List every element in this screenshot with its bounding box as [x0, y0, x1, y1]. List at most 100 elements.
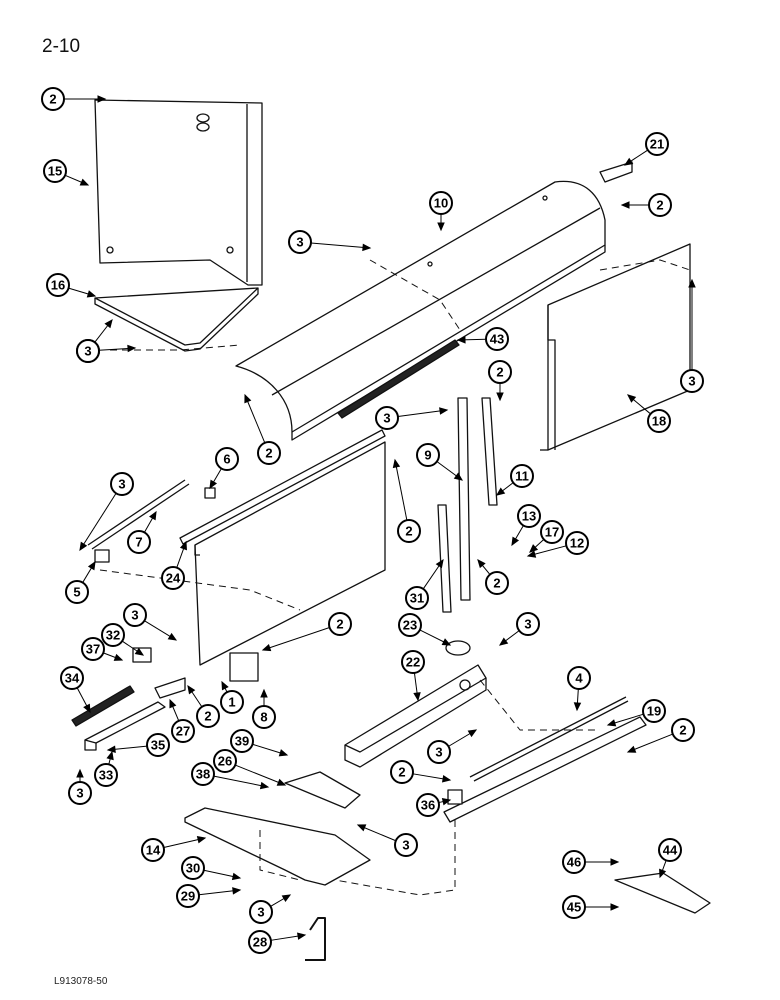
callout-label: 3 — [84, 344, 91, 359]
callout-label: 3 — [524, 617, 531, 632]
leader-line — [79, 493, 117, 551]
leader-arrowhead — [196, 836, 207, 844]
callout-label: 36 — [421, 798, 435, 813]
leader-arrowhead — [437, 222, 445, 232]
callout-3: 3 — [249, 900, 273, 924]
leader-arrowhead — [209, 479, 218, 490]
callout-23: 23 — [398, 613, 422, 637]
leader-arrowhead — [179, 540, 187, 551]
callout-label: 44 — [663, 843, 678, 858]
leader-arrowhead — [261, 644, 272, 652]
callout-2: 2 — [485, 571, 509, 595]
callout-label: 11 — [515, 469, 529, 484]
callout-45: 45 — [562, 895, 586, 919]
callout-label: 46 — [567, 855, 581, 870]
part-latch — [229, 652, 259, 682]
leader-line — [213, 775, 269, 788]
leader-line — [397, 409, 448, 418]
callout-label: 3 — [435, 745, 442, 760]
callout-circle — [398, 613, 422, 637]
leader-arrowhead — [297, 932, 307, 940]
leader-arrowhead — [477, 559, 486, 569]
callout-label: 10 — [434, 196, 448, 211]
callout-circle — [416, 793, 440, 817]
leader-arrowhead — [511, 536, 520, 547]
callout-label: 2 — [496, 365, 503, 380]
part-support-rod — [87, 479, 190, 550]
callout-15: 15 — [43, 159, 67, 183]
callout-18: 18 — [647, 409, 671, 433]
callout-label: 37 — [86, 642, 100, 657]
part-small-bracket — [599, 161, 633, 183]
callout-circle — [220, 690, 244, 714]
callout-label: 2 — [398, 765, 405, 780]
callout-circle — [390, 760, 414, 784]
callout-circle — [101, 623, 125, 647]
callout-label: 13 — [522, 509, 536, 524]
callout-circle — [127, 530, 151, 554]
leader-arrowhead — [106, 745, 116, 753]
callout-label: 45 — [567, 900, 581, 915]
callout-2: 2 — [196, 704, 220, 728]
callout-3: 3 — [68, 781, 92, 805]
callout-circle — [680, 369, 704, 393]
callout-label: 21 — [650, 137, 664, 152]
leader-line — [310, 242, 371, 249]
leader-arrowhead — [573, 702, 582, 712]
callout-3: 3 — [516, 612, 540, 636]
callout-label: 12 — [570, 536, 584, 551]
callout-circle — [181, 856, 205, 880]
callout-circle — [642, 699, 666, 723]
callout-circle — [68, 781, 92, 805]
callout-label: 33 — [99, 768, 113, 783]
part-handle — [305, 917, 326, 961]
callout-circle — [123, 603, 147, 627]
callout-28: 28 — [248, 930, 272, 954]
callout-circle — [429, 191, 453, 215]
leader-arrowhead — [106, 750, 114, 761]
callout-37: 37 — [81, 637, 105, 661]
callout-circle — [488, 360, 512, 384]
callout-5: 5 — [65, 580, 89, 604]
leader-arrowhead — [496, 392, 504, 402]
leader-arrowhead — [86, 290, 97, 298]
callout-label: 2 — [336, 617, 343, 632]
callout-circle — [567, 666, 591, 690]
leader-arrowhead — [620, 201, 630, 209]
callout-2: 2 — [41, 87, 65, 111]
leader-arrowhead — [278, 749, 289, 757]
callout-1: 1 — [220, 690, 244, 714]
leader-arrowhead — [187, 684, 196, 695]
callout-label: 3 — [76, 786, 83, 801]
callout-label: 18 — [652, 414, 666, 429]
callout-44: 44 — [658, 838, 682, 862]
callout-2: 2 — [397, 519, 421, 543]
callout-35: 35 — [146, 733, 170, 757]
leader-arrowhead — [413, 692, 421, 702]
leader-arrowhead — [392, 458, 401, 469]
callout-circle — [248, 930, 272, 954]
callout-38: 38 — [191, 762, 215, 786]
leader-arrowhead — [167, 632, 178, 641]
callout-2: 2 — [671, 718, 695, 742]
callout-16: 16 — [46, 273, 70, 297]
leader-arrowhead — [453, 472, 464, 481]
leader-arrowhead — [467, 729, 478, 738]
leader-line — [627, 733, 673, 753]
leader-line — [244, 394, 266, 444]
part-side-rail — [443, 696, 647, 823]
callout-label: 32 — [106, 628, 120, 643]
callout-circle — [562, 850, 586, 874]
leader-line — [394, 459, 408, 521]
callout-label: 43 — [490, 332, 504, 347]
callout-17: 17 — [540, 520, 564, 544]
leader-arrowhead — [79, 541, 88, 552]
page-number: 2-10 — [42, 36, 81, 57]
leader-arrowhead — [97, 95, 107, 103]
leader-arrowhead — [441, 638, 452, 646]
part-hinge-strip — [179, 429, 386, 545]
leader-arrowhead — [495, 487, 506, 496]
callout-circle — [257, 441, 281, 465]
leader-arrowhead — [276, 778, 287, 786]
callout-circle — [397, 519, 421, 543]
